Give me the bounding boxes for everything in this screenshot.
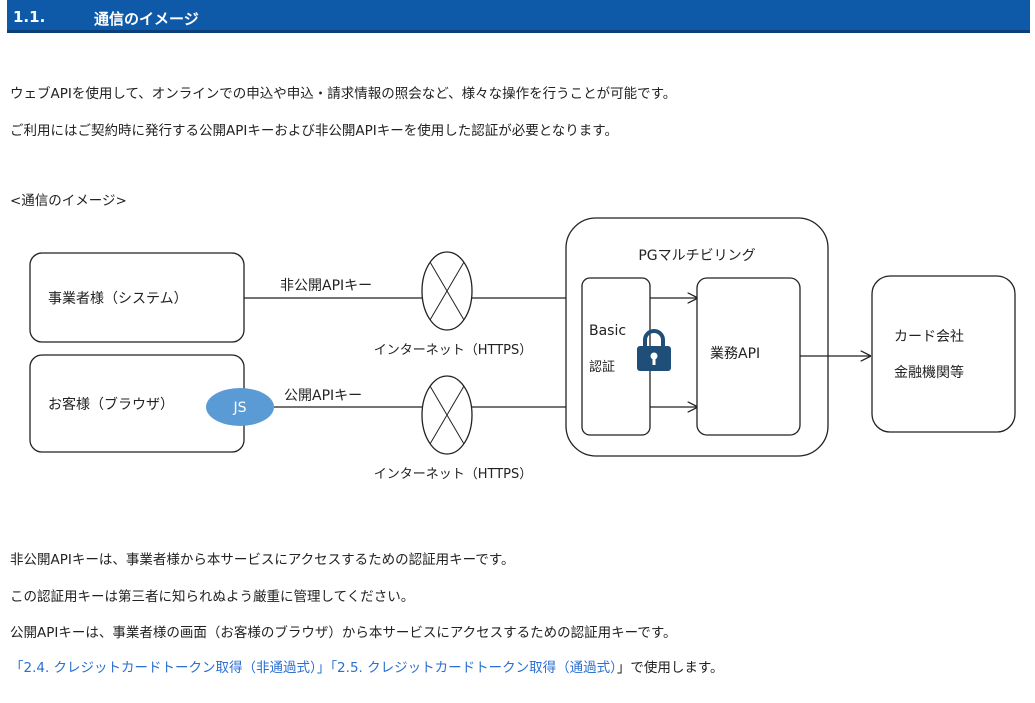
public-key-label: 公開APIキー bbox=[284, 388, 362, 404]
note-tail: で使用します。 bbox=[630, 660, 724, 676]
lock-icon bbox=[637, 329, 671, 371]
private-key-label: 非公開APIキー bbox=[280, 278, 372, 294]
note-line-2: この認証用キーは第三者に知られぬよう厳重に管理してください。 bbox=[10, 589, 415, 605]
note-line-4: 「2.4. クレジットカードトークン取得（非通過式）」「2.5. クレジットカー… bbox=[10, 656, 724, 676]
card-company-box bbox=[871, 275, 1016, 433]
section-number: 1.1. bbox=[13, 8, 46, 26]
link-token-pass-through[interactable]: 「2.5. クレジットカードトークン取得（通過式） bbox=[330, 660, 617, 676]
pg-label: PGマルチビリング bbox=[638, 248, 755, 264]
js-badge bbox=[206, 388, 274, 426]
diagram-caption: <通信のイメージ> bbox=[10, 193, 127, 209]
internet-label-bottom: インターネット（HTTPS） bbox=[374, 467, 533, 482]
basic-label: Basic bbox=[589, 323, 626, 339]
customer-label: お客様（ブラウザ） bbox=[48, 396, 174, 413]
auth-label: 認証 bbox=[589, 359, 615, 375]
internet-node-top bbox=[421, 251, 473, 331]
communication-diagram: 事業者様（システム） お客様（ブラウザ） JS 非公開APIキー 公開APIキー… bbox=[29, 217, 1016, 482]
merchant-label: 事業者様（システム） bbox=[48, 291, 188, 307]
intro-line-1: ウェブAPIを使用して、オンラインでの申込や申込・請求情報の照会など、様々な操作… bbox=[10, 86, 677, 102]
note-line-1: 非公開APIキーは、事業者様から本サービスにアクセスするための認証用キーです。 bbox=[10, 552, 515, 568]
link-token-non-pass-through[interactable]: 「2.4. クレジットカードトークン取得（非通過式）」 bbox=[10, 660, 331, 676]
internet-node-bottom bbox=[421, 375, 473, 455]
note-line-3: 公開APIキーは、事業者様の画面（お客様のブラウザ）から本サービスにアクセスする… bbox=[10, 625, 677, 641]
internet-label-top: インターネット（HTTPS） bbox=[374, 343, 533, 358]
closing-bracket: 」 bbox=[616, 660, 631, 676]
section-title: 通信のイメージ bbox=[94, 10, 199, 28]
financial-institution-label: 金融機関等 bbox=[894, 364, 964, 381]
js-badge-label: JS bbox=[232, 400, 246, 416]
section-header: 1.1. 通信のイメージ bbox=[7, 0, 1030, 33]
business-api-label: 業務API bbox=[710, 346, 760, 362]
intro-line-2: ご利用にはご契約時に発行する公開APIキーおよび非公開APIキーを使用した認証が… bbox=[10, 123, 618, 139]
card-company-label: カード会社 bbox=[894, 329, 964, 345]
